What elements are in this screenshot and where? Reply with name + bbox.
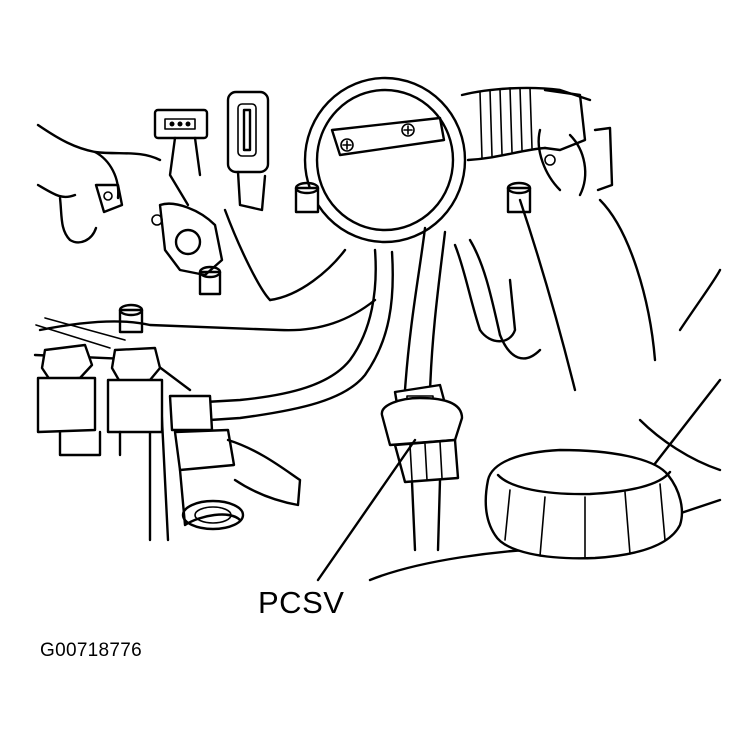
upper-left-connector	[153, 108, 209, 207]
sensor-connector	[226, 90, 270, 212]
intake-manifold	[33, 198, 722, 582]
throttle-body	[303, 76, 467, 244]
bracket-plate	[151, 202, 224, 277]
left-coils	[35, 317, 164, 457]
figure-id: G00718776	[40, 640, 143, 661]
pcsv-valve	[380, 226, 464, 552]
pcsv-callout-label: PCSV	[258, 585, 345, 620]
air-duct	[460, 86, 614, 197]
left-hose	[36, 123, 162, 244]
vacuum-hoses	[168, 238, 542, 531]
mounting-bolts	[118, 181, 532, 334]
filler-cap	[484, 448, 684, 560]
callout-leader	[316, 438, 417, 582]
